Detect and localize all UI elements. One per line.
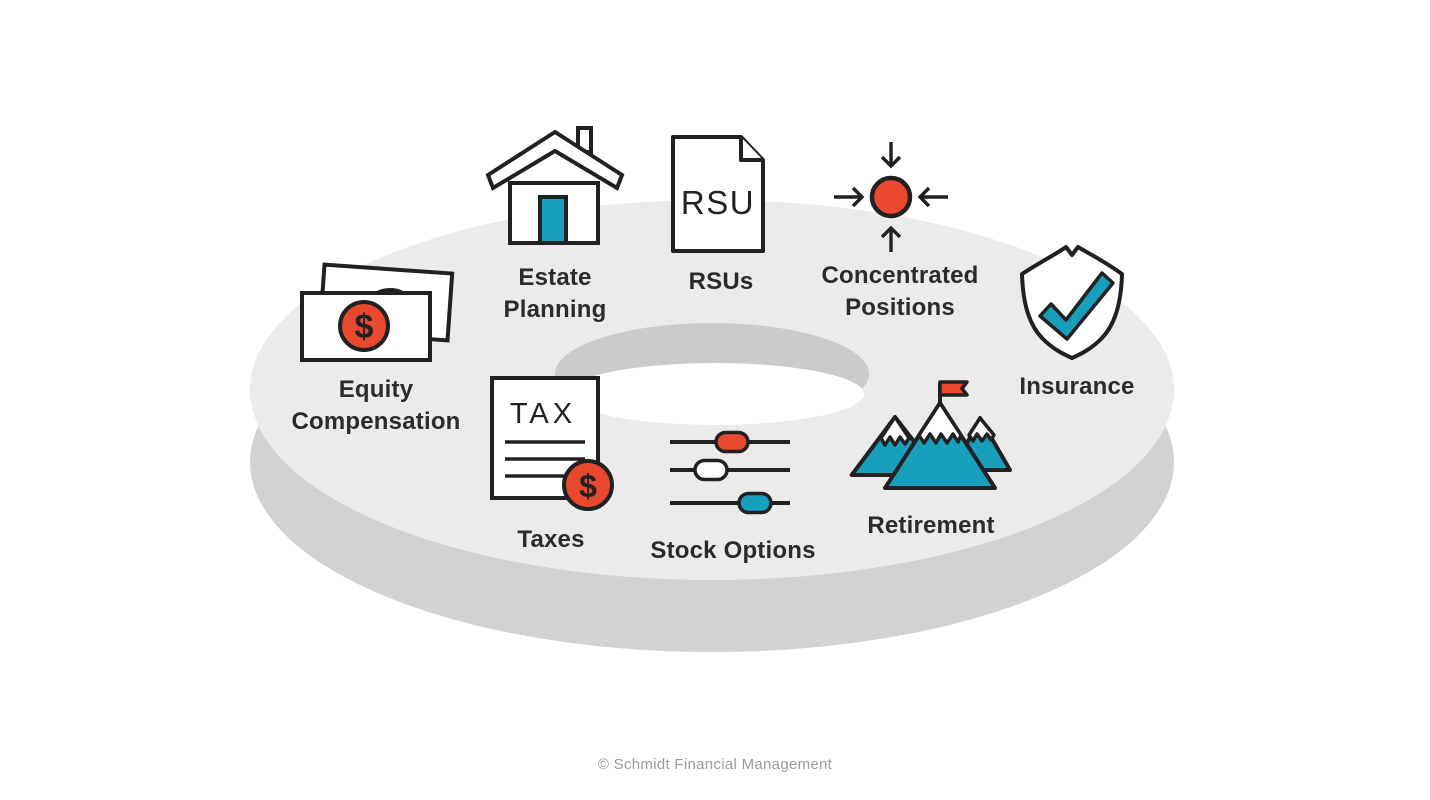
rsu-document-icon: RSU bbox=[671, 135, 765, 253]
label-taxes: Taxes bbox=[517, 526, 585, 553]
house-icon bbox=[485, 126, 625, 245]
tax-document-icon: TAX $ bbox=[490, 376, 614, 511]
converging-arrows-icon bbox=[834, 142, 948, 252]
copyright-text: © Schmidt Financial Management bbox=[597, 756, 833, 773]
label-rsus: RSUs bbox=[688, 268, 754, 295]
label-retirement: Retirement bbox=[867, 512, 995, 539]
rsu-text: RSU bbox=[681, 184, 755, 221]
ring-hole-opening bbox=[566, 363, 864, 425]
label-concentrated-positions: Concentrated Positions bbox=[821, 262, 979, 321]
sliders-icon bbox=[670, 430, 790, 515]
cash-bills-icon: $ bbox=[300, 262, 455, 362]
shield-check-icon bbox=[1020, 245, 1124, 360]
mountains-flag-icon bbox=[849, 380, 1012, 490]
label-insurance: Insurance bbox=[1019, 373, 1135, 400]
dollar-glyph: $ bbox=[579, 468, 597, 504]
label-estate-planning: Estate Planning bbox=[503, 264, 607, 323]
dollar-glyph: $ bbox=[355, 308, 374, 346]
label-equity-compensation: Equity Compensation bbox=[291, 376, 461, 435]
label-stock-options: Stock Options bbox=[650, 537, 816, 564]
tax-text: TAX bbox=[510, 398, 576, 430]
